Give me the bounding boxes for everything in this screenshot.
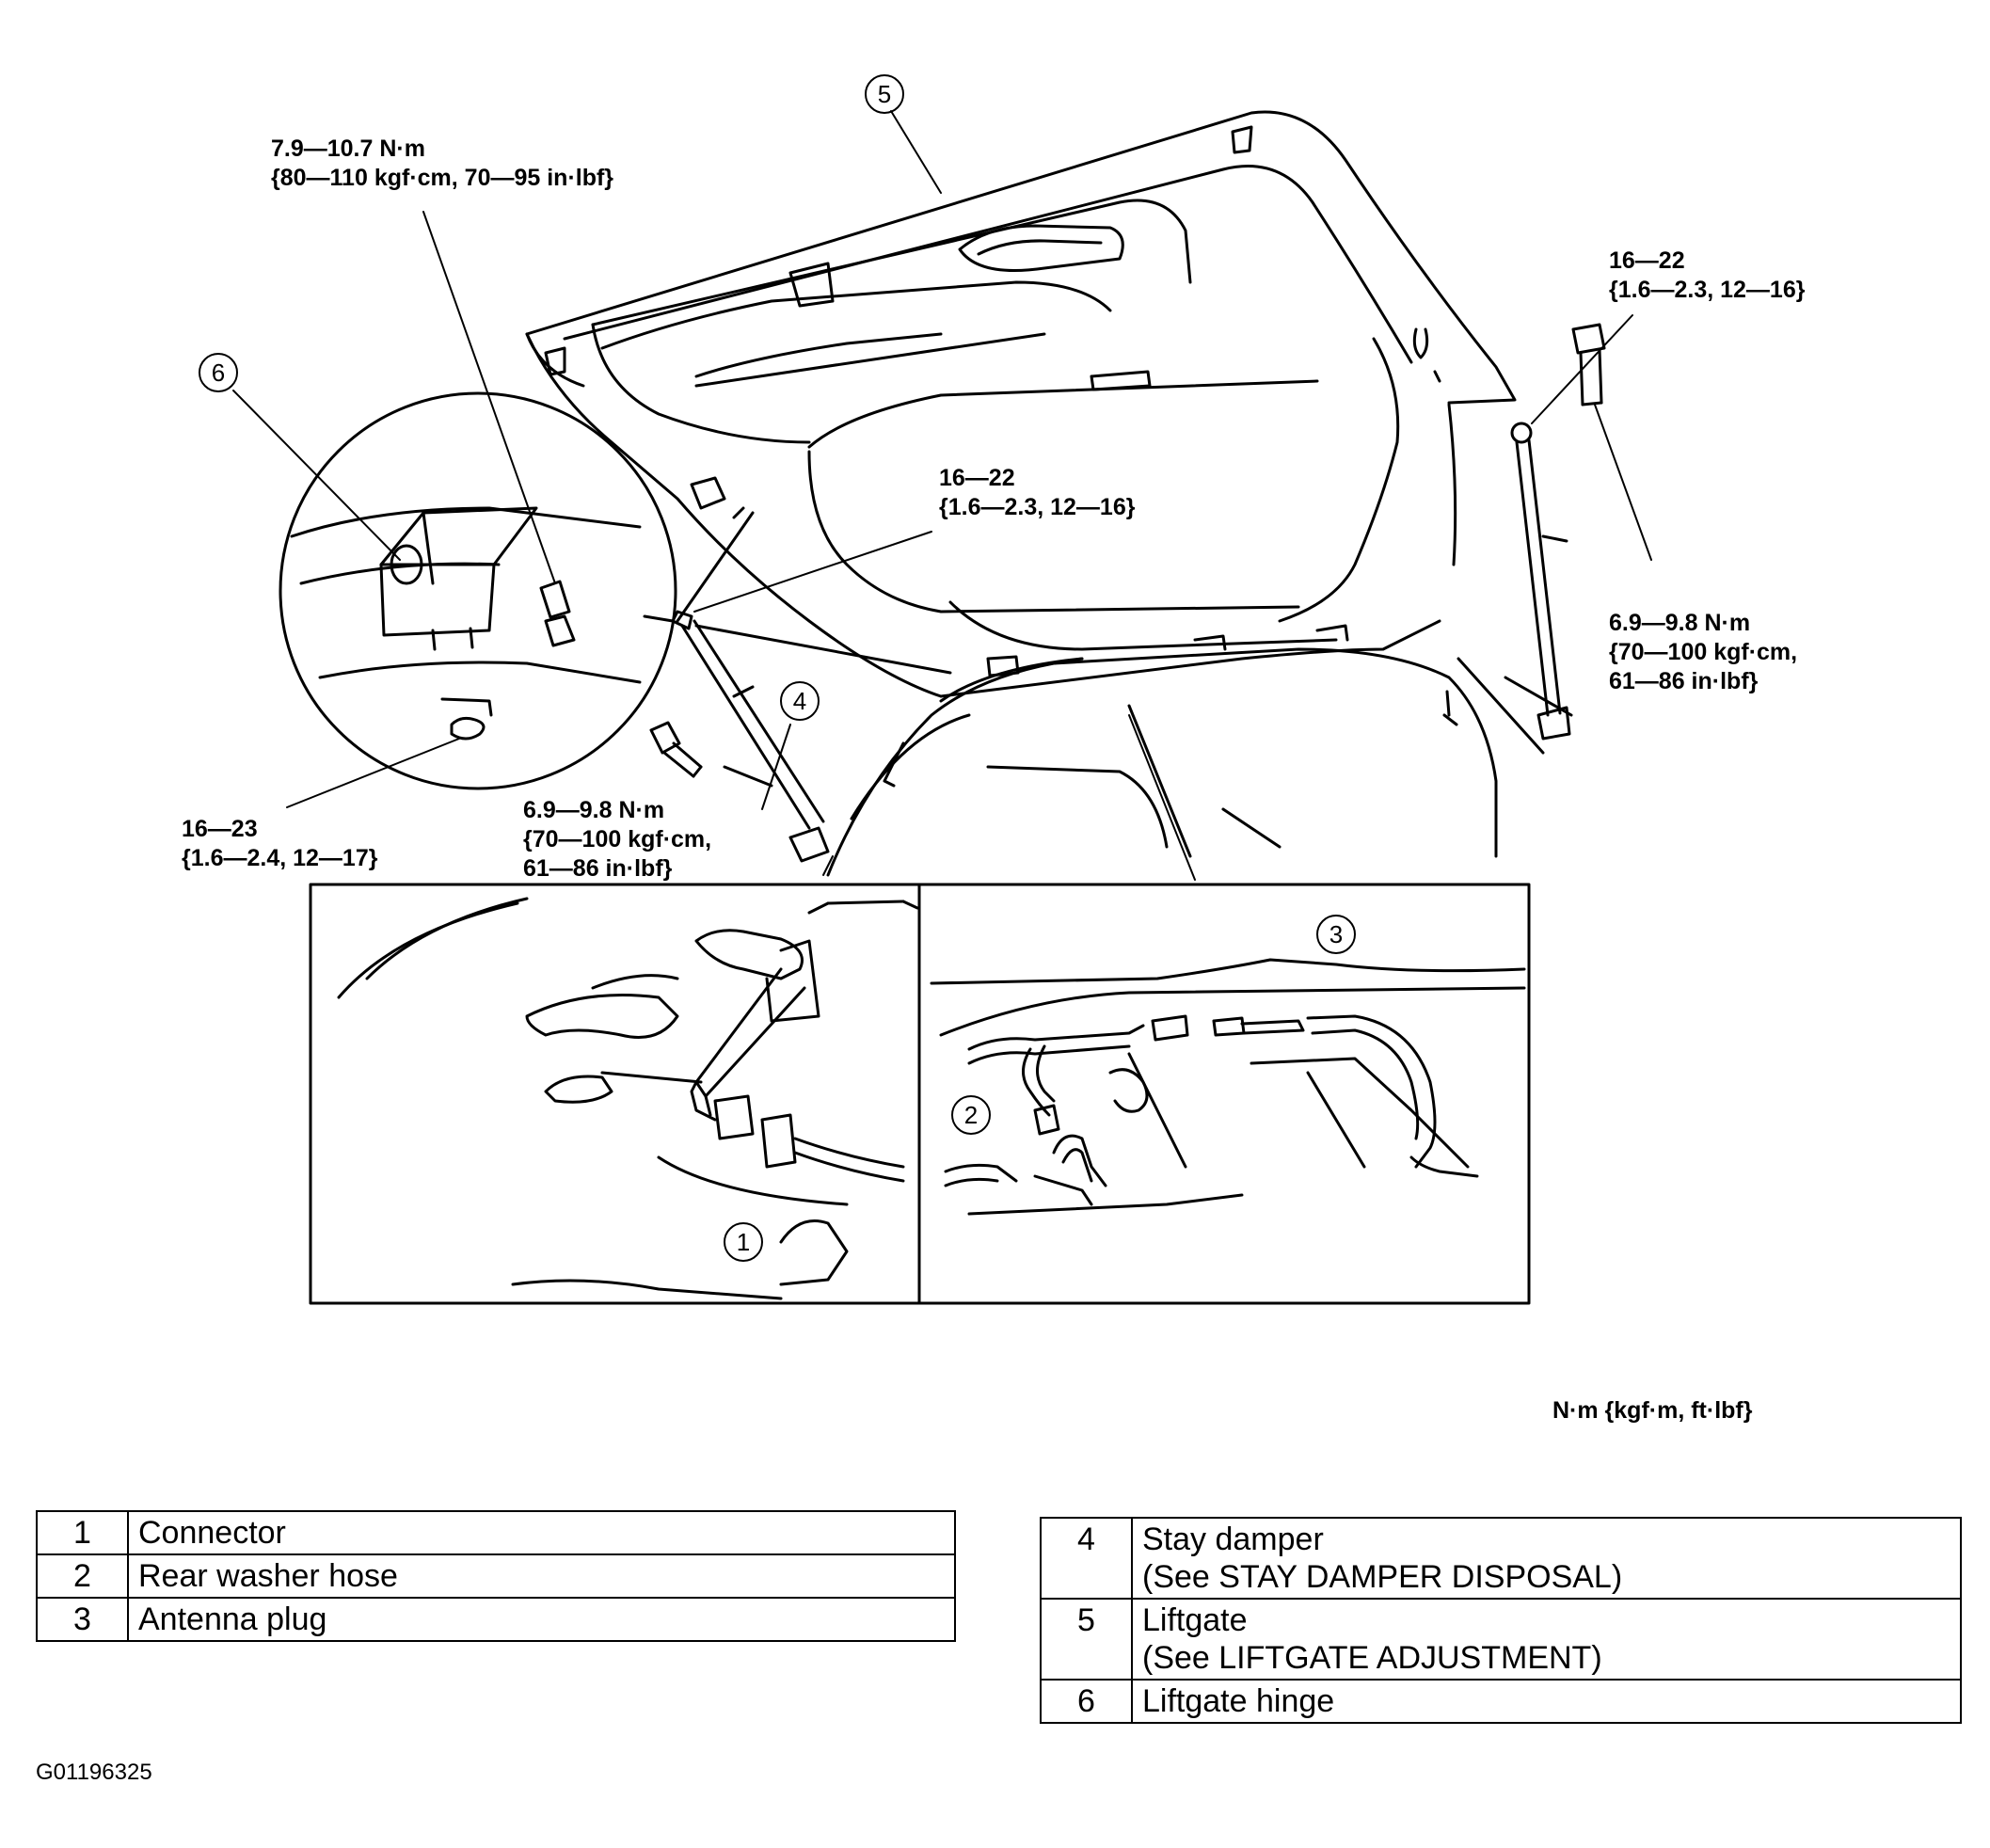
legend-number: 4 bbox=[1040, 1517, 1133, 1600]
bolt-left bbox=[649, 721, 773, 788]
torque-spec-line: 61—86 in·lbf} bbox=[523, 855, 673, 882]
legend-row: 1 Connector bbox=[36, 1510, 956, 1555]
torque-spec-line: {80—110 kgf·cm, 70—95 in·lbf} bbox=[271, 165, 614, 191]
legend-entry: Liftgate hinge bbox=[1131, 1679, 1962, 1724]
callout-circle-6 bbox=[199, 353, 238, 392]
legend-table-right: 4 Stay damper (See STAY DAMPER DISPOSAL)… bbox=[1040, 1517, 1962, 1724]
leader-lines bbox=[232, 110, 1652, 881]
torque-spec-line: 16—22 bbox=[939, 465, 1015, 491]
callout-number-3: 3 bbox=[1329, 920, 1343, 948]
inset-panel-right bbox=[917, 883, 1531, 1305]
figure-id: G01196325 bbox=[36, 1760, 152, 1785]
legend-row: 5 Liftgate (See LIFTGATE ADJUSTMENT) bbox=[1040, 1598, 1962, 1681]
legend-table-left: 1 Connector 2 Rear washer hose 3 Antenna… bbox=[36, 1510, 956, 1642]
torque-spec-line: 6.9—9.8 N·m bbox=[523, 797, 665, 823]
legend-note: (See LIFTGATE ADJUSTMENT) bbox=[1142, 1640, 1602, 1676]
callout-number-4: 4 bbox=[793, 687, 806, 715]
callout-numbers: 1 2 3 4 5 6 bbox=[212, 80, 1343, 1256]
legend-label: Liftgate bbox=[1142, 1602, 1248, 1638]
torque-spec-line: {70—100 kgf·cm, bbox=[1609, 639, 1798, 665]
body-opening-drawing bbox=[826, 647, 1573, 877]
torque-spec-line: {70—100 kgf·cm, bbox=[523, 826, 712, 852]
legend-number: 6 bbox=[1040, 1679, 1133, 1724]
torque-spec-line: 61—86 in·lbf} bbox=[1609, 668, 1759, 694]
liftgate-drawing bbox=[525, 110, 1517, 726]
legend-row: 3 Antenna plug bbox=[36, 1597, 956, 1642]
torque-spec-hinge-clip: 16—23 {1.6—2.4, 12—17} bbox=[182, 815, 377, 873]
legend-number: 5 bbox=[1040, 1598, 1133, 1681]
torque-spec-line: {1.6—2.3, 12—16} bbox=[939, 494, 1136, 520]
callout-circle-3 bbox=[1316, 915, 1356, 954]
hinge-detail-drawing bbox=[279, 391, 677, 790]
torque-units-note: N·m {kgf·m, ft·lbf} bbox=[1552, 1397, 1753, 1424]
stay-damper-left bbox=[671, 506, 952, 863]
callout-number-2: 2 bbox=[964, 1101, 978, 1129]
torque-spec-bolt-right: 6.9—9.8 N·m {70—100 kgf·cm, 61—86 in·lbf… bbox=[1609, 609, 1797, 696]
connector-inset-drawing bbox=[337, 897, 919, 1300]
legend-label: Stay damper bbox=[1142, 1521, 1324, 1557]
torque-spec-line: 7.9—10.7 N·m bbox=[271, 135, 425, 162]
callout-number-1: 1 bbox=[737, 1228, 750, 1256]
callout-circles bbox=[199, 74, 1356, 1262]
torque-spec-line: 6.9—9.8 N·m bbox=[1609, 610, 1751, 636]
legend-label: Rear washer hose bbox=[127, 1553, 956, 1599]
bolt-right bbox=[1571, 323, 1606, 406]
callout-circle-4 bbox=[780, 681, 820, 721]
torque-spec-line: 16—22 bbox=[1609, 247, 1685, 274]
legend-label: Liftgate hinge bbox=[1142, 1683, 1335, 1719]
torque-spec-damper-upper-left: 16—22 {1.6—2.3, 12—16} bbox=[939, 464, 1135, 522]
legend-number: 3 bbox=[36, 1597, 129, 1642]
torque-spec-line: 16—23 bbox=[182, 816, 258, 842]
torque-spec-line: {1.6—2.3, 12—16} bbox=[1609, 277, 1806, 303]
callout-number-6: 6 bbox=[212, 358, 225, 387]
legend-number: 2 bbox=[36, 1553, 129, 1599]
callout-circle-2 bbox=[951, 1095, 991, 1135]
hose-antenna-inset-drawing bbox=[930, 958, 1526, 1216]
callout-number-5: 5 bbox=[878, 80, 891, 108]
legend-entry: Liftgate (See LIFTGATE ADJUSTMENT) bbox=[1131, 1598, 1962, 1681]
legend-row: 2 Rear washer hose bbox=[36, 1553, 956, 1599]
legend-row: 4 Stay damper (See STAY DAMPER DISPOSAL) bbox=[1040, 1517, 1962, 1600]
torque-spec-line: {1.6—2.4, 12—17} bbox=[182, 845, 378, 871]
stay-damper-right bbox=[1510, 422, 1571, 741]
legend-label: Connector bbox=[127, 1510, 956, 1555]
callout-circle-5 bbox=[865, 74, 904, 114]
legend-number: 1 bbox=[36, 1510, 129, 1555]
legend-note: (See STAY DAMPER DISPOSAL) bbox=[1142, 1559, 1623, 1595]
legend-entry: Stay damper (See STAY DAMPER DISPOSAL) bbox=[1131, 1517, 1962, 1600]
legend-label: Antenna plug bbox=[127, 1597, 956, 1642]
torque-spec-bolt-left: 6.9—9.8 N·m {70—100 kgf·cm, 61—86 in·lbf… bbox=[523, 796, 711, 884]
torque-spec-hinge-nut: 7.9—10.7 N·m {80—110 kgf·cm, 70—95 in·lb… bbox=[271, 135, 613, 193]
torque-spec-damper-upper-right: 16—22 {1.6—2.3, 12—16} bbox=[1609, 247, 1805, 305]
callout-circle-1 bbox=[724, 1222, 763, 1262]
legend-row: 6 Liftgate hinge bbox=[1040, 1679, 1962, 1724]
